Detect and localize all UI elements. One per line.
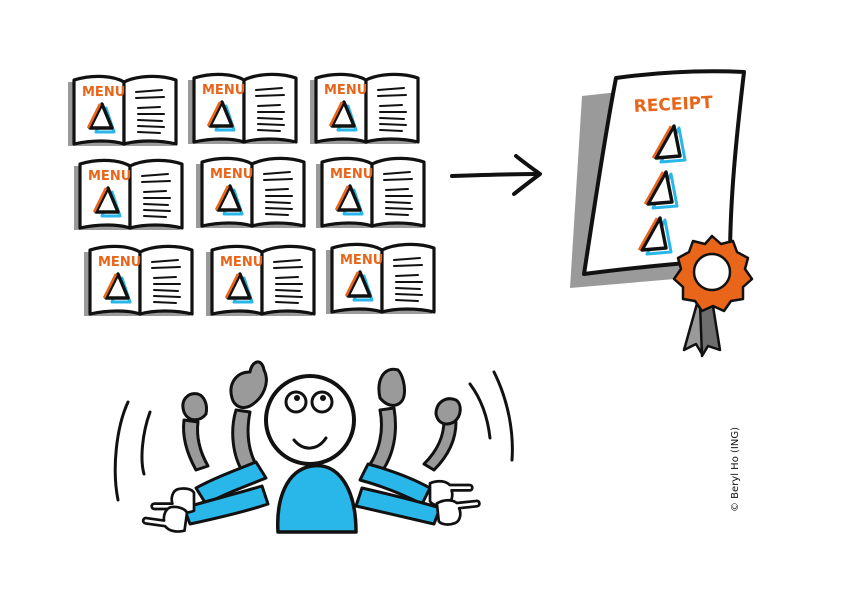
receipt-item-icon xyxy=(651,124,687,164)
menu-label: MENU xyxy=(220,255,263,270)
menu-book-icon: MENU xyxy=(308,72,420,146)
menu-book-icon: MENU xyxy=(314,156,426,230)
menu-label: MENU xyxy=(340,253,383,268)
receipt-item-icon xyxy=(643,170,679,210)
award-rosette-icon xyxy=(672,234,754,358)
menu-label: MENU xyxy=(98,255,141,270)
menu-books-grid: MENU MENU MENU MENU MENU MENU MENU MENU MENU xyxy=(66,72,436,318)
menu-label: MENU xyxy=(324,83,367,98)
menu-book-icon: MENU xyxy=(66,74,178,148)
receipt-items xyxy=(637,124,687,256)
menu-book-icon: MENU xyxy=(194,156,306,230)
menu-label: MENU xyxy=(202,83,245,98)
credit-text: © Beryl Ho (ING) xyxy=(730,427,741,512)
menu-book-icon: MENU xyxy=(204,244,316,318)
menu-book-icon: MENU xyxy=(82,244,194,318)
menu-book-icon: MENU xyxy=(186,72,298,146)
receipt-title: RECEIPT xyxy=(633,93,714,117)
menu-book-icon: MENU xyxy=(324,242,436,316)
right-arrow-icon xyxy=(450,154,542,196)
menu-label: MENU xyxy=(82,85,125,100)
many-armed-person-icon xyxy=(113,360,514,534)
menu-book-icon: MENU xyxy=(72,158,184,232)
menu-label: MENU xyxy=(330,167,373,182)
menu-label: MENU xyxy=(88,169,131,184)
receipt-item-icon xyxy=(637,216,673,256)
receipt-icon: RECEIPT xyxy=(570,69,746,288)
menu-label: MENU xyxy=(210,167,253,182)
